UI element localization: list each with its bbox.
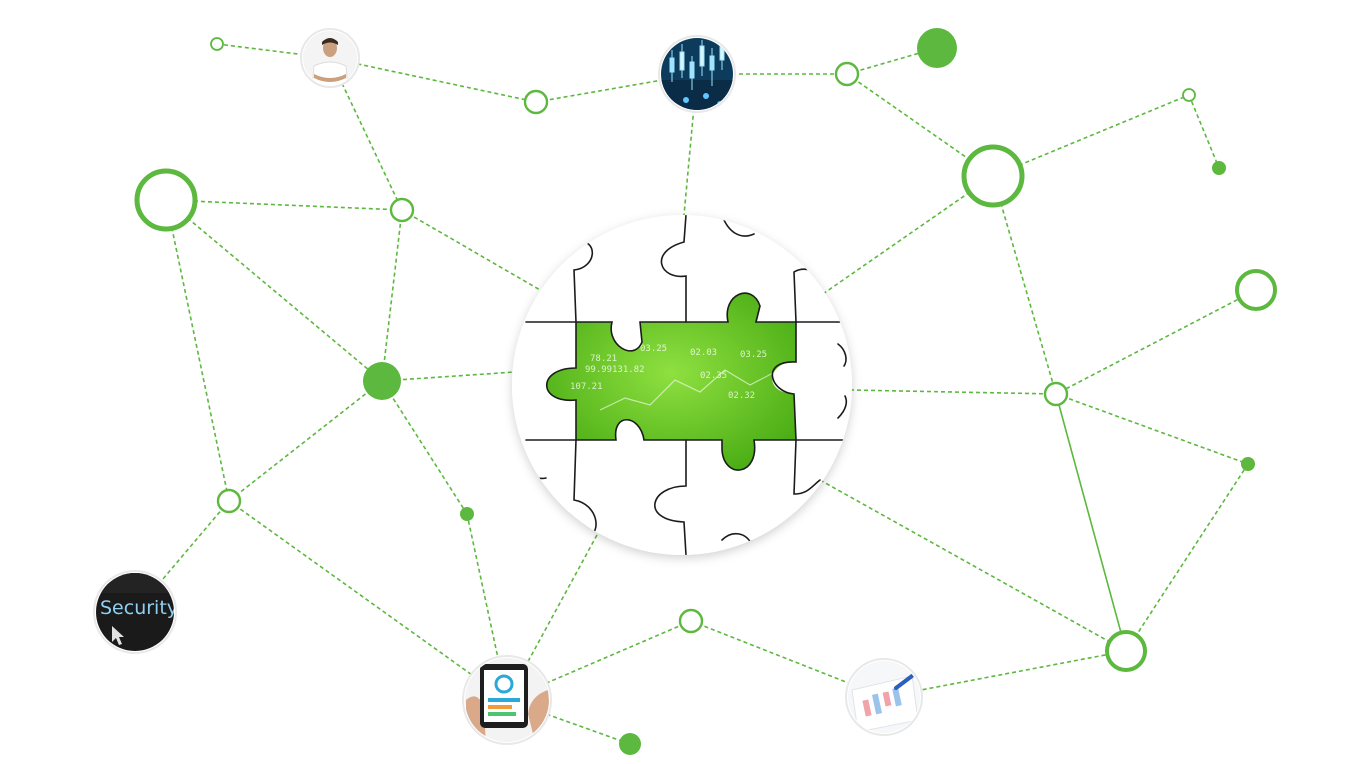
edge xyxy=(466,513,508,701)
ticker-value: 02.32 xyxy=(728,391,755,401)
person-icon xyxy=(303,31,357,85)
paper-charts-icon xyxy=(848,661,920,733)
dot-node xyxy=(1241,457,1255,471)
edge xyxy=(992,94,1190,177)
dot-node xyxy=(1212,161,1226,175)
dot-nodes xyxy=(363,28,1255,755)
ticker-line xyxy=(599,369,776,411)
ticker-value: 02.03 xyxy=(690,348,717,358)
ring-node xyxy=(1043,381,1069,407)
ring-node xyxy=(216,488,242,514)
dot-node xyxy=(460,507,474,521)
edge xyxy=(819,175,994,297)
edge xyxy=(819,479,1127,652)
edge xyxy=(401,209,541,291)
edge xyxy=(849,389,1057,395)
ring-node xyxy=(678,608,704,634)
ticker-value: 78.21 xyxy=(590,354,617,364)
edge xyxy=(1055,393,1127,652)
ring-node xyxy=(1235,269,1277,311)
ticker-value: 03.25 xyxy=(740,350,767,360)
puzzle-circle: 03.25 02.03 03.25 02.35 02.32 107.21 78.… xyxy=(512,215,852,555)
security-photo: Security xyxy=(93,570,178,654)
dot-node xyxy=(619,733,641,755)
person-photo xyxy=(300,28,360,88)
ticker-value: 131.82 xyxy=(612,365,645,375)
edge xyxy=(992,175,1057,395)
edge xyxy=(1188,94,1220,169)
candlestick-chart-icon xyxy=(661,38,733,110)
edge xyxy=(1055,393,1249,465)
edge xyxy=(381,371,516,382)
puzzle-missing-piece xyxy=(546,293,796,471)
edge xyxy=(165,199,403,211)
ring-node xyxy=(523,89,549,115)
ticker-value: 02.35 xyxy=(700,371,727,381)
ticker-value: 03.25 xyxy=(640,344,667,354)
edge xyxy=(381,380,468,515)
ring-node xyxy=(389,197,415,223)
edge xyxy=(165,199,230,502)
hand-cursor-icon xyxy=(112,626,124,645)
edge xyxy=(165,199,383,382)
security-screen-icon: Security xyxy=(96,573,178,651)
edge xyxy=(228,380,383,502)
ring-node-large xyxy=(134,168,198,232)
edge xyxy=(228,500,508,701)
mobile-app-photo xyxy=(462,655,552,745)
dot-node xyxy=(363,362,401,400)
security-label: Security xyxy=(100,597,178,619)
edge xyxy=(381,209,403,382)
stock-chart-photo xyxy=(658,35,736,113)
edge xyxy=(329,57,537,103)
ring-nodes xyxy=(134,37,1277,672)
ring-node xyxy=(1182,88,1196,102)
dot-node xyxy=(917,28,957,68)
ticker-value: 99.99 xyxy=(585,365,612,375)
ticker-value: 107.21 xyxy=(570,382,603,392)
ring-node xyxy=(1105,630,1147,672)
edge xyxy=(506,620,692,701)
edge xyxy=(1125,463,1249,652)
ring-node xyxy=(210,37,224,51)
ticker-overlay: 03.25 02.03 03.25 02.35 02.32 107.21 78.… xyxy=(570,344,776,411)
report-chart-photo xyxy=(845,658,923,736)
edge xyxy=(883,650,1127,698)
edge xyxy=(1055,289,1257,395)
ring-node-large xyxy=(961,144,1025,208)
ring-node xyxy=(834,61,860,87)
